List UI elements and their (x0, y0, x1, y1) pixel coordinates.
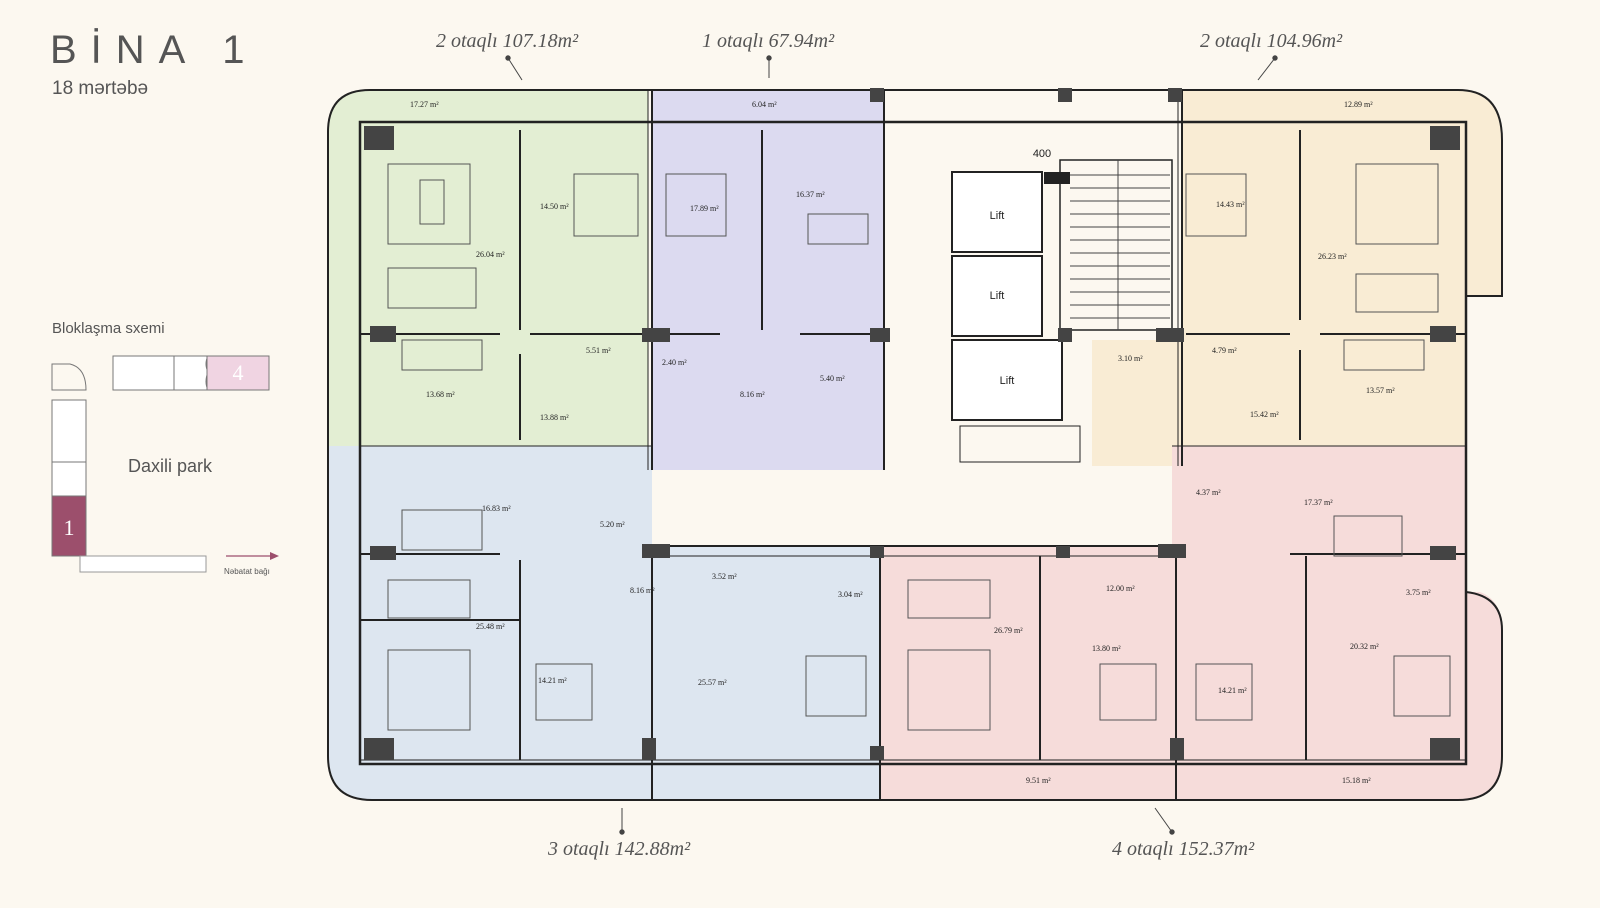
room-area: 14.21 m² (538, 676, 567, 685)
room-area: 17.37 m² (1304, 498, 1333, 507)
room-area: 5.40 m² (820, 374, 845, 383)
core (951, 159, 1173, 463)
room-area: 25.48 m² (476, 622, 505, 631)
park-label: Daxili park (128, 456, 213, 476)
room-area: 3.04 m² (838, 590, 863, 599)
lift-2-label: Lift (990, 290, 1005, 302)
room-area: 26.23 m² (1318, 252, 1347, 261)
room-area: 20.32 m² (1350, 642, 1379, 651)
room-area: 14.43 m² (1216, 200, 1245, 209)
room-area: 2.40 m² (662, 358, 687, 367)
unit-label-bottom-right: 4 otaqlı 152.37m² (1112, 838, 1255, 860)
room-area: 8.16 m² (740, 390, 765, 399)
room-area: 5.51 m² (586, 346, 611, 355)
walls (327, 89, 1503, 801)
room-area: 17.27 m² (410, 100, 439, 109)
lift-3-label: Lift (1000, 375, 1015, 387)
room-area: 13.57 m² (1366, 386, 1395, 395)
room-area: 26.79 m² (994, 626, 1023, 635)
floor-count: 18 mərtəbə (52, 78, 149, 99)
unit-label-top-middle: 1 otaqlı 67.94m² (702, 30, 835, 52)
legend-title: Bloklaşma sxemi (52, 320, 165, 337)
room-area: 4.79 m² (1212, 346, 1237, 355)
room-area: 5.20 m² (600, 520, 625, 529)
room-area: 25.57 m² (698, 678, 727, 687)
room-area: 12.89 m² (1344, 100, 1373, 109)
room-area: 16.83 m² (482, 504, 511, 513)
room-area: 3.75 m² (1406, 588, 1431, 597)
room-area: 16.37 m² (796, 190, 825, 199)
room-area: 15.18 m² (1342, 776, 1371, 785)
columns (364, 88, 1460, 760)
unit-label-bottom-left: 3 otaqlı 142.88m² (548, 838, 691, 860)
room-areas: 17.27 m² 14.50 m² 26.04 m² 5.51 m² 13.68… (410, 100, 1431, 785)
garden-label: Nəbatat bağı (224, 567, 270, 576)
building-title: BİNA 1 (50, 28, 259, 72)
room-area: 12.00 m² (1106, 584, 1135, 593)
room-area: 13.68 m² (426, 390, 455, 399)
room-area: 14.50 m² (540, 202, 569, 211)
unit-label-top-left: 2 otaqlı 107.18m² (436, 30, 579, 52)
room-area: 9.51 m² (1026, 776, 1051, 785)
room-area: 8.16 m² (630, 586, 655, 595)
block-scheme (51, 355, 279, 573)
room-area: 15.42 m² (1250, 410, 1279, 419)
block-1-label: 1 (64, 515, 75, 540)
room-area: 14.21 m² (1218, 686, 1247, 695)
room-area: 17.89 m² (690, 204, 719, 213)
unit-label-top-right: 2 otaqlı 104.96m² (1200, 30, 1343, 52)
room-area: 26.04 m² (476, 250, 505, 259)
room-area: 4.37 m² (1196, 488, 1221, 497)
room-area: 3.52 m² (712, 572, 737, 581)
furniture (387, 163, 1451, 731)
dimension-label: 400 (1033, 148, 1051, 160)
lift-1-label: Lift (990, 210, 1005, 222)
unit-areas (328, 90, 1502, 800)
room-area: 13.88 m² (540, 413, 569, 422)
room-area: 13.80 m² (1092, 644, 1121, 653)
room-area: 6.04 m² (752, 100, 777, 109)
block-4-label: 4 (233, 360, 244, 385)
label-leaders (505, 55, 1278, 835)
room-area: 3.10 m² (1118, 354, 1143, 363)
